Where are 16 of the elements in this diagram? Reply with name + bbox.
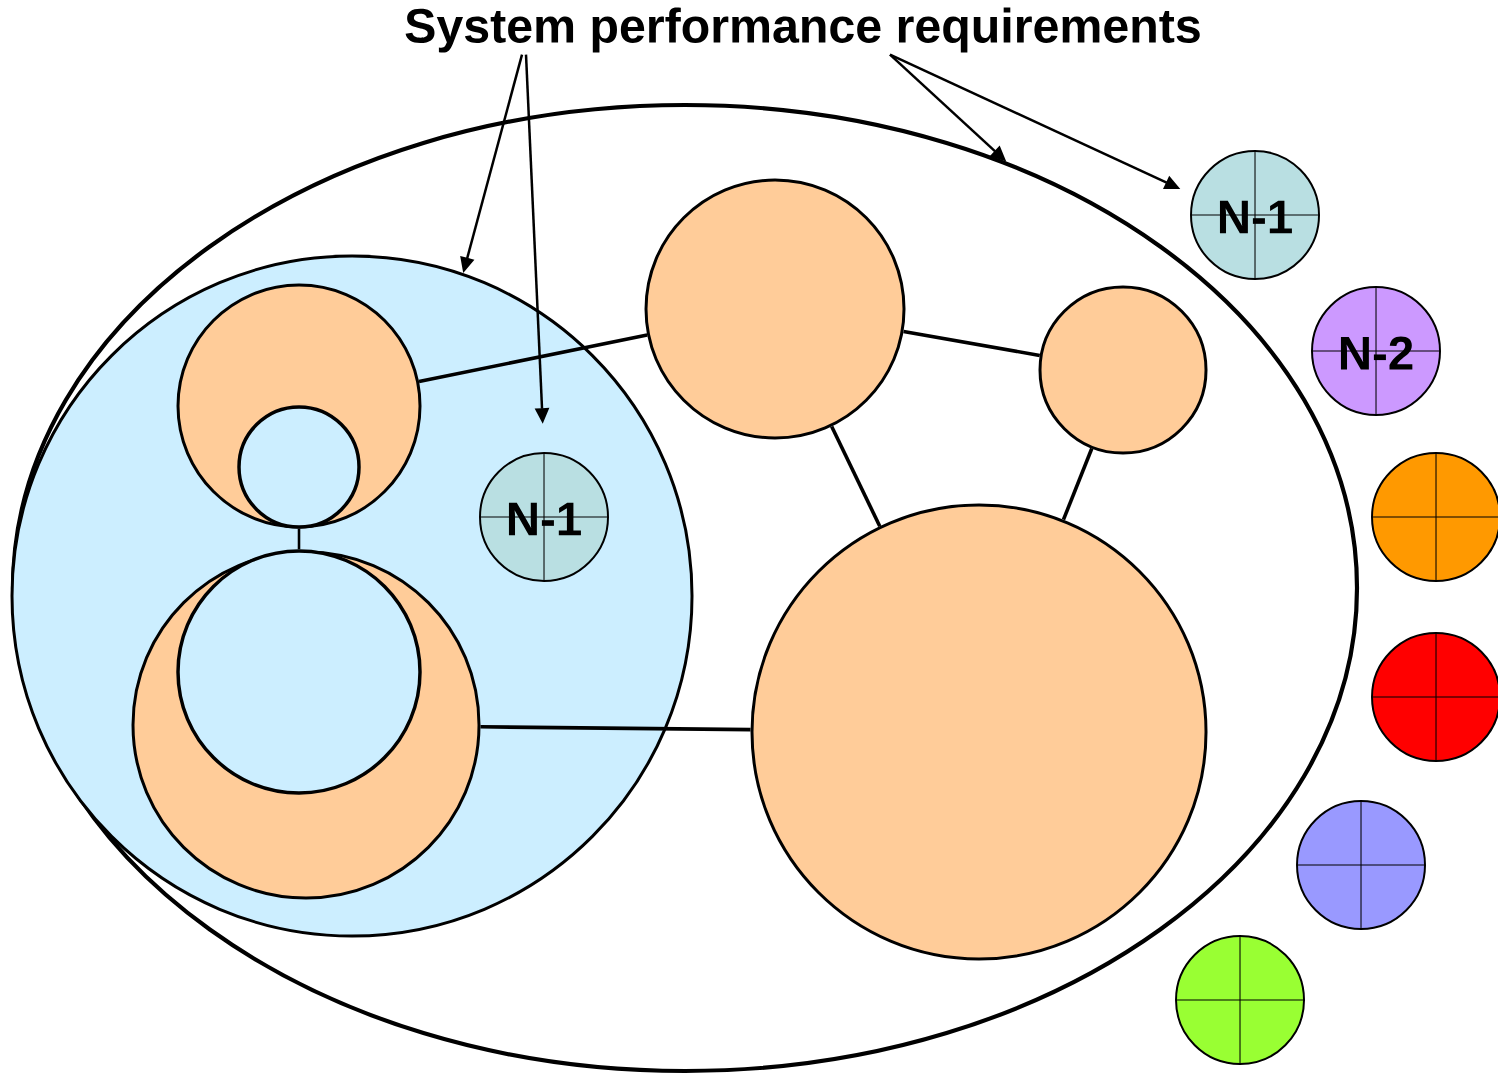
component-circle <box>1038 285 1208 455</box>
criterion-circle <box>1175 935 1305 1065</box>
connector-line <box>418 333 648 384</box>
subsystem-circle <box>176 549 422 795</box>
connector-line <box>297 528 301 550</box>
component-circle <box>750 503 1208 961</box>
criterion-circle <box>1371 632 1498 762</box>
connector-line <box>1061 447 1094 521</box>
title: System performance requirements <box>405 7 1200 53</box>
component-circle <box>644 178 906 440</box>
subsystem-circle <box>237 405 361 529</box>
connector-line <box>903 329 1041 358</box>
connector-line <box>480 725 751 732</box>
criterion-circle <box>1371 452 1498 582</box>
criterion-circle <box>1296 800 1426 930</box>
connector-line <box>830 425 882 527</box>
